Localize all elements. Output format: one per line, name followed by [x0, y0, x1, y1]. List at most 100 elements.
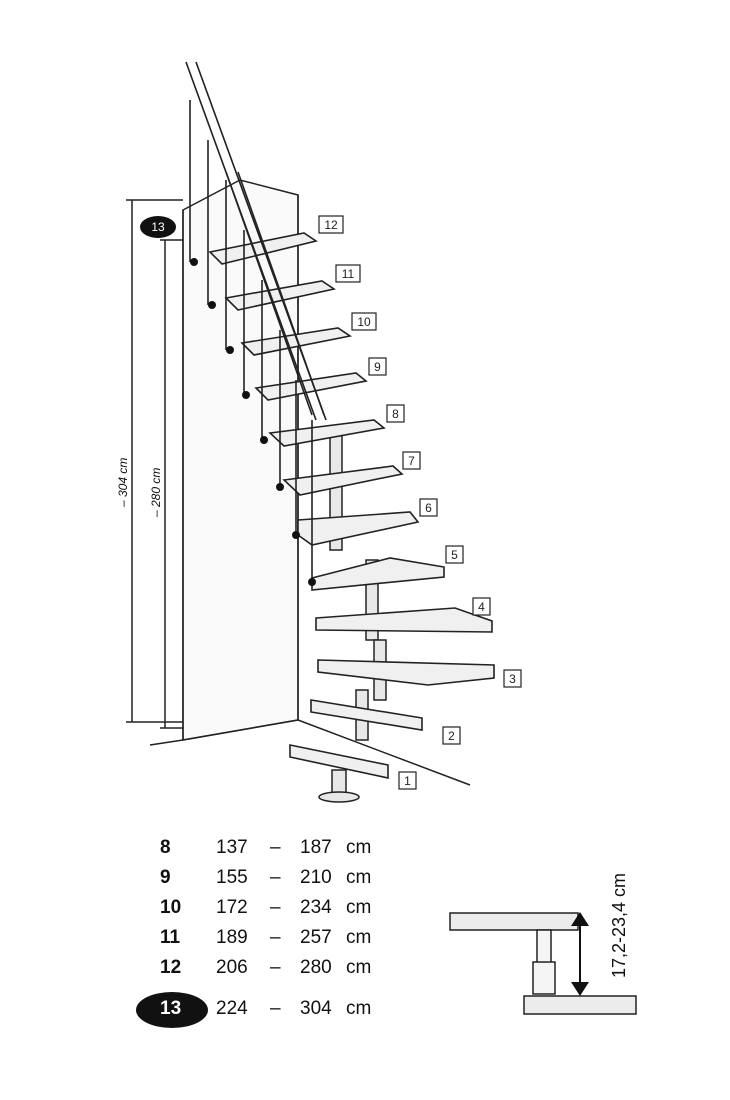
top-badge-text: 13: [151, 220, 165, 234]
step-number-text: 6: [425, 501, 432, 515]
min-height: 189: [216, 927, 248, 948]
min-height: 137: [216, 837, 248, 858]
step-number-box-9: 9: [368, 357, 387, 376]
step-number-frame: [419, 498, 438, 517]
highlight-pill: [136, 992, 208, 1028]
min-height: 206: [216, 957, 248, 978]
range-dash: –: [270, 867, 281, 888]
step-number-frame: [402, 451, 421, 470]
step-number-text: 5: [451, 548, 458, 562]
step-number-text: 12: [324, 218, 338, 232]
step-count: 11: [160, 927, 181, 948]
range-dash: –: [270, 837, 281, 858]
step-number-box-6: 6: [419, 498, 438, 517]
max-height: 280: [300, 957, 332, 978]
unit: cm: [346, 998, 372, 1019]
step-number-box-11: 11: [335, 264, 361, 283]
unit: cm: [346, 837, 372, 858]
staircase-diagram: – 304 cm – 280 cm 13: [116, 61, 522, 803]
step-number-box-7: 7: [402, 451, 421, 470]
height-dimension-lines: [126, 199, 183, 729]
step-1: [289, 744, 389, 779]
step-number-text: 1: [404, 774, 411, 788]
step-number-box-4: 4: [472, 597, 491, 616]
table-row: 8 137 –187 cm: [136, 832, 456, 862]
spacer-sleeve: [532, 961, 556, 995]
range-dash: –: [270, 927, 281, 948]
wall-outline: [149, 179, 471, 786]
step-count: 10: [160, 897, 182, 918]
step-number-box-10: 10: [351, 312, 377, 331]
step-number-frame: [398, 771, 417, 790]
step-7: [282, 465, 404, 496]
step-4: [315, 607, 493, 633]
step-9: [254, 372, 368, 401]
step-number-box-3: 3: [503, 669, 522, 688]
spacer-tube: [536, 929, 552, 965]
step-5: [311, 557, 445, 591]
max-height: 210: [300, 867, 332, 888]
step-6: [297, 511, 420, 546]
step-number-box-8: 8: [386, 404, 405, 423]
step-number-frame: [472, 597, 491, 616]
step-number-box-1: 1: [398, 771, 417, 790]
max-height: 257: [300, 927, 332, 948]
step-10: [240, 327, 353, 356]
step-number-frame: [351, 312, 377, 331]
top-step-count-badge: 13: [140, 216, 176, 238]
arrow-down-icon: [571, 982, 589, 996]
step-number-frame: [386, 404, 405, 423]
step-number-frame: [318, 215, 344, 234]
step-number-text: 11: [342, 267, 355, 281]
max-height: 304: [300, 998, 332, 1019]
min-height: 172: [216, 897, 248, 918]
step-number-text: 4: [478, 600, 485, 614]
baluster-feet: [190, 258, 316, 586]
rise-label: 17,2-23,4 cm: [609, 873, 629, 978]
step-number-frame: [442, 726, 461, 745]
step-count: 12: [160, 957, 182, 978]
step-count: 9: [160, 867, 171, 888]
unit: cm: [346, 927, 372, 948]
unit: cm: [346, 897, 372, 918]
max-height: 187: [300, 837, 332, 858]
riser-detail: 17,2-23,4 cm: [449, 873, 637, 1015]
unit: cm: [346, 957, 372, 978]
step-number-frame: [445, 545, 464, 564]
table-row: 9 155 –210 cm: [136, 862, 456, 892]
outer-height-label: – 304 cm: [116, 458, 130, 508]
arrow-up-icon: [571, 912, 589, 926]
step-number-frame: [335, 264, 361, 283]
range-dash: –: [270, 998, 281, 1019]
step-number-text: 7: [408, 454, 415, 468]
step-number-text: 10: [357, 315, 371, 329]
range-dash: –: [270, 897, 281, 918]
range-dash: –: [270, 957, 281, 978]
step-2: [310, 699, 423, 731]
step-count: 8: [160, 837, 171, 858]
max-height: 234: [300, 897, 332, 918]
unit: cm: [346, 867, 372, 888]
min-height: 155: [216, 867, 248, 888]
step-number-text: 3: [509, 672, 516, 686]
step-number-box-12: 12: [318, 215, 344, 234]
table-row: 10 172 –234 cm: [136, 892, 456, 922]
step-number-box-2: 2: [442, 726, 461, 745]
step-treads: [208, 232, 495, 779]
lower-tread: [523, 995, 637, 1015]
step-3: [317, 659, 495, 686]
upper-tread: [449, 912, 579, 931]
step-number-frame: [368, 357, 387, 376]
step-number-box-5: 5: [445, 545, 464, 564]
step-number-frame: [503, 669, 522, 688]
table-row: 11 189 –257 cm: [136, 922, 456, 952]
inner-height-label: – 280 cm: [149, 468, 163, 518]
step-count: 13: [160, 998, 182, 1019]
handrail: [185, 61, 327, 582]
step-number-text: 8: [392, 407, 399, 421]
table-row: 12 206 –280 cm: [136, 952, 456, 982]
step-number-text: 2: [448, 729, 455, 743]
